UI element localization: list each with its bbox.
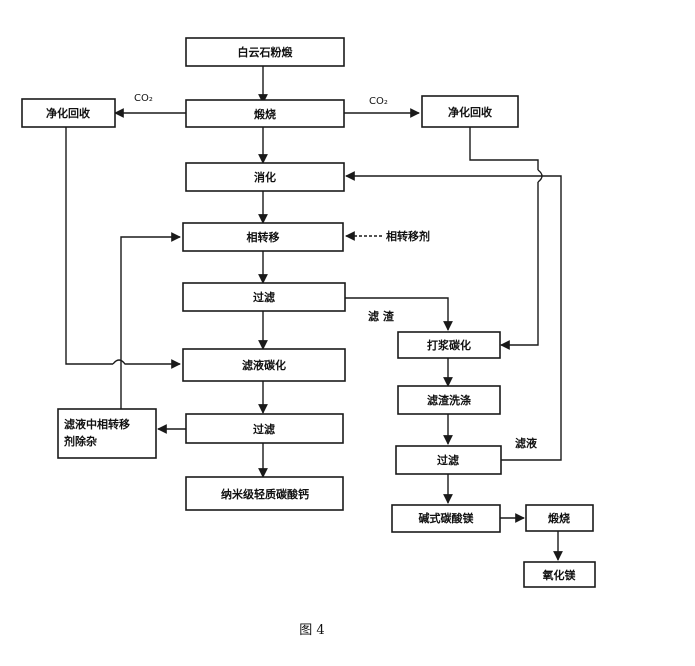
box-basic-mg: 碱式碳酸镁 [391, 504, 501, 533]
box-filter2: 过滤 [185, 413, 344, 444]
arrow-right-purify-down [469, 127, 539, 170]
box-purify-right: 净化回收 [421, 95, 519, 128]
box-calcine2: 煅烧 [525, 504, 594, 532]
box-purify-left: 净化回收 [21, 98, 116, 128]
box-product-left: 纳米级轻质碳酸钙 [185, 476, 344, 511]
crossover-left [112, 359, 181, 369]
box-calcination-label: 煅烧 [254, 107, 276, 121]
box-raw-label: 白云石粉煅 [238, 45, 294, 59]
box-pulp-carbonation: 打浆碳化 [397, 331, 501, 359]
label-phase-agent: 相转移剂 [386, 229, 430, 243]
arrow-left-purify-to-carbonation [65, 127, 113, 365]
box-filtrate-agent: 滤液中相转移 剂除杂 [57, 408, 157, 459]
box-purify-left-label: 净化回收 [46, 106, 90, 120]
box-pulp-carbonation-label: 打浆碳化 [427, 338, 471, 352]
box-calcination: 煅烧 [185, 99, 345, 128]
box-phase-change-label: 相转移 [247, 230, 280, 244]
box-filter1: 过滤 [182, 282, 346, 312]
figure-caption: 图 4 [299, 623, 324, 638]
box-carbonation-label: 滤液碳化 [242, 358, 286, 372]
box-filter3: 过滤 [395, 445, 502, 475]
box-basic-mg-label: 碱式碳酸镁 [419, 511, 475, 525]
box-digestion: 消化 [185, 162, 345, 192]
arrow-filtrate-recycle [345, 171, 562, 461]
box-calcine2-label: 煅烧 [548, 511, 570, 525]
box-filter2-label: 过滤 [253, 422, 275, 436]
box-filter1-label: 过滤 [253, 290, 275, 304]
label-filtrate: 滤液 [515, 436, 538, 450]
box-filtrate-wash: 滤渣洗涤 [397, 385, 501, 415]
arrow-recycle-to-phase [120, 232, 181, 414]
box-filter3-label: 过滤 [437, 453, 459, 467]
box-filtrate-wash-label: 滤渣洗涤 [427, 393, 471, 407]
arrow-right-purify-to-pulp [500, 182, 539, 350]
box-raw: 白云石粉煅 [185, 37, 345, 67]
box-mgo: 氧化镁 [523, 561, 596, 588]
label-co2-left: CO₂ [134, 93, 153, 104]
label-filter-residue: 滤 渣 [368, 309, 395, 323]
box-filtrate-agent-label: 滤液中相转移 剂除杂 [63, 417, 134, 448]
box-mgo-label: 氧化镁 [542, 568, 577, 582]
arrow-residue-to-pulp [345, 297, 453, 331]
box-digestion-label: 消化 [254, 170, 276, 184]
box-product-left-label: 纳米级轻质碳酸钙 [221, 487, 309, 501]
connectors [65, 66, 563, 561]
box-phase-change: 相转移 [182, 222, 344, 252]
box-purify-right-label: 净化回收 [448, 105, 492, 119]
box-carbonation: 滤液碳化 [182, 348, 346, 382]
label-co2-right: CO₂ [369, 96, 388, 107]
